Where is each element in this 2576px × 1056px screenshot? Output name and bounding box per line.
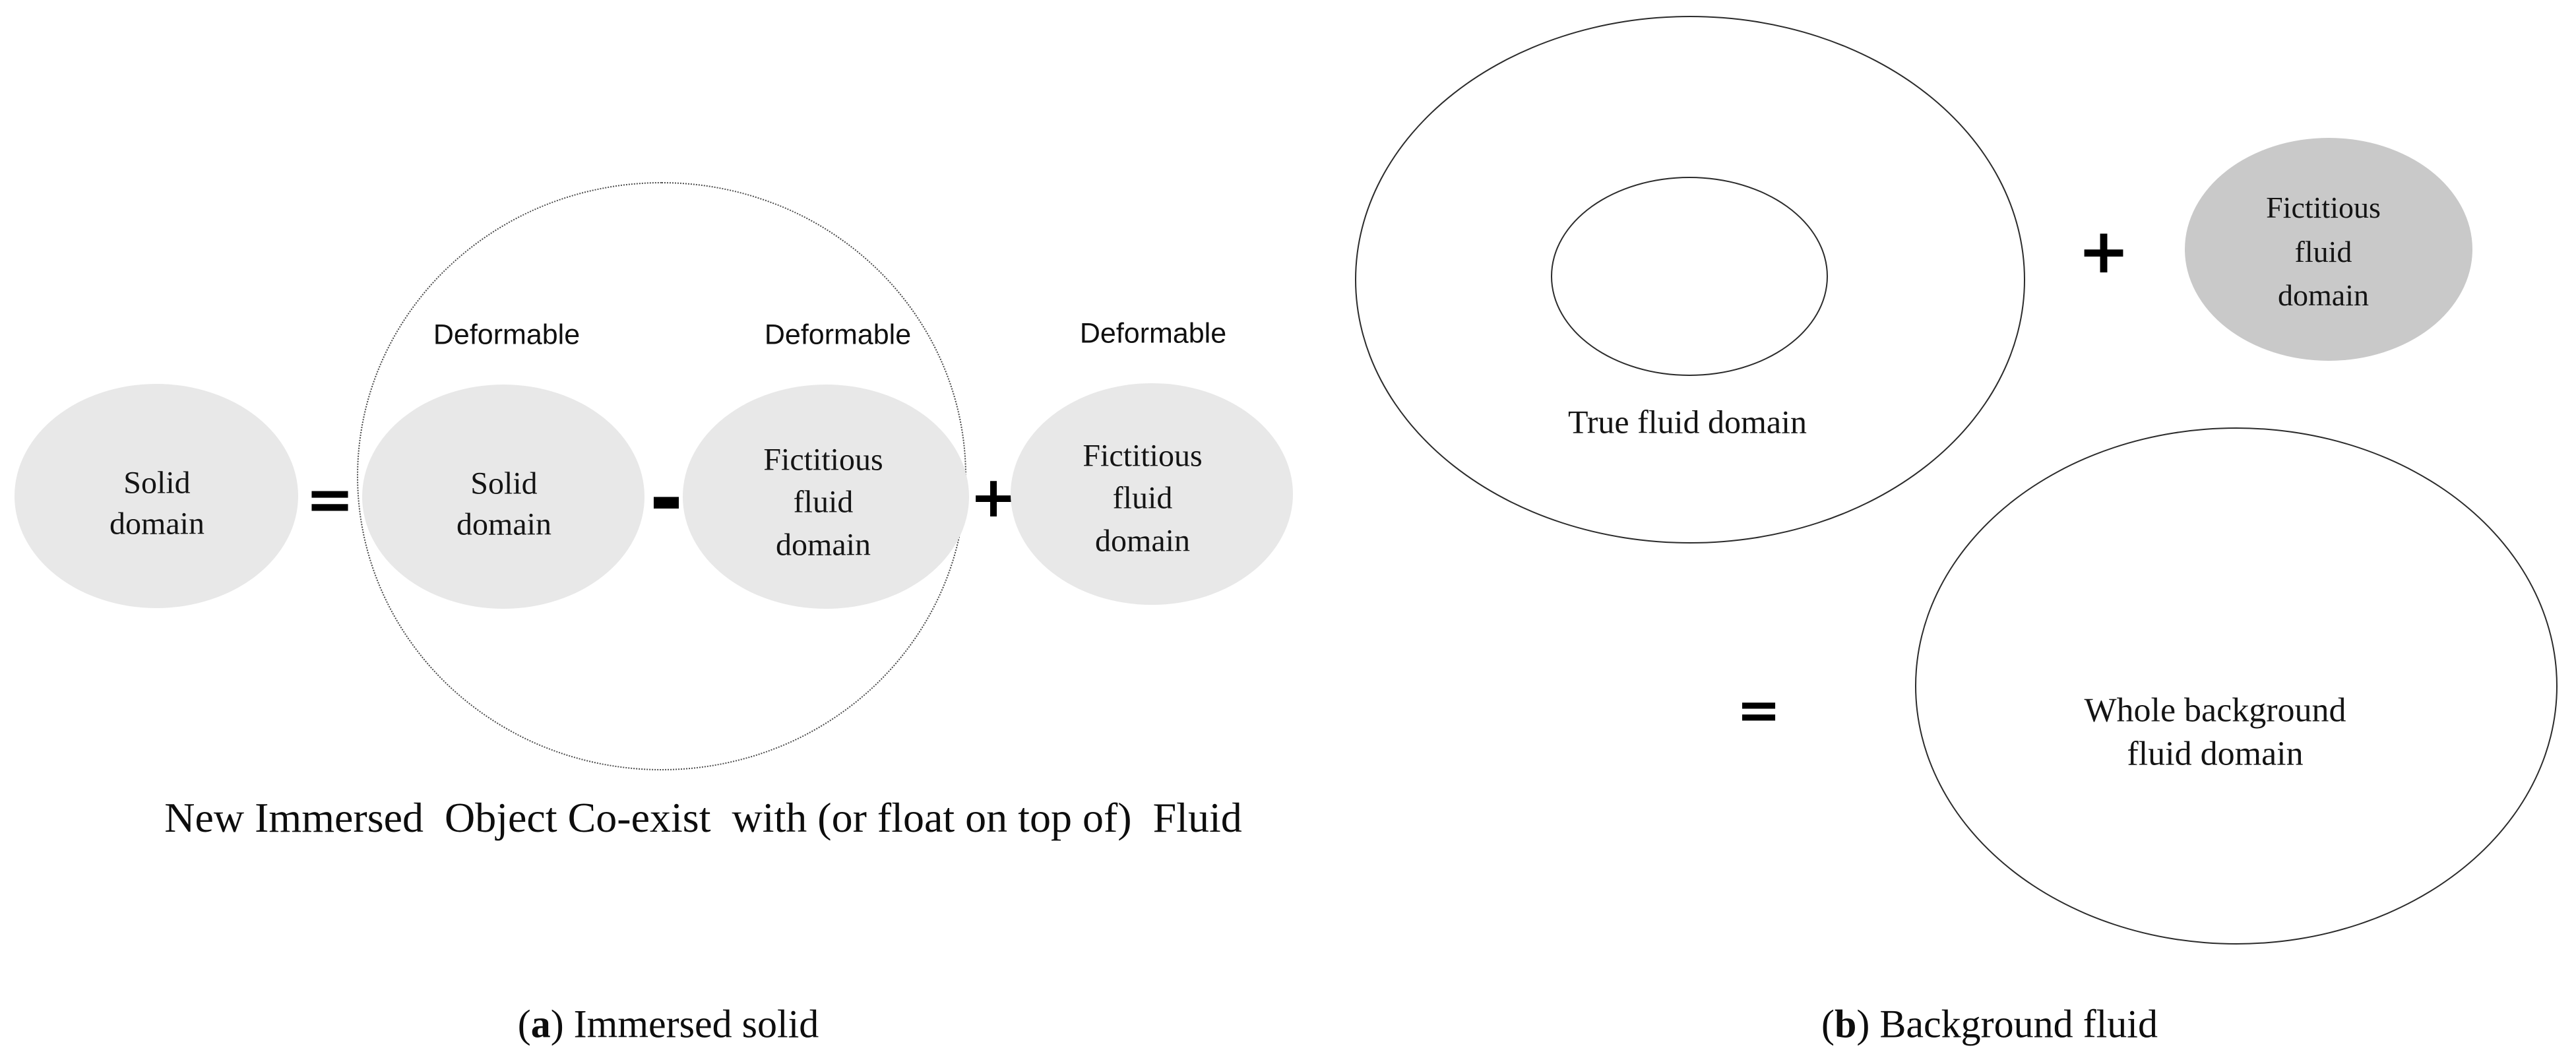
label-whole-background-fluid: Whole background fluid domain [2084,691,2346,772]
label-fictitious-fluid-right: Fictitious fluid domain [1083,438,1203,559]
deformable-label-1: Deformable [433,319,581,351]
ellipse-fictitious-fluid-inner [683,385,969,609]
ellipse-fictitious-fluid-gray [2185,138,2472,361]
ellipse-true-fluid-inner-hole [1551,177,1828,376]
ellipse-true-fluid-outer [1355,16,2025,544]
caption-b: (b) Background fluid [1782,956,2158,1056]
caption-b-letter: b [1835,1002,1857,1046]
label-solid-domain-inner: Solid domain [456,466,551,542]
operator-plus-b: + [2077,216,2130,288]
caption-a-paren-close: ) [550,1002,564,1046]
ellipse-solid-domain-left [15,384,298,608]
label-fictitious-fluid-inner: Fictitious fluid domain [763,442,883,563]
operator-equals-b: = [1736,679,1781,741]
deformable-label-3: Deformable [1079,317,1227,350]
operator-minus-a: - [649,451,683,546]
caption-a: (a) Immersed solid [478,956,819,1056]
label-solid-domain-left: Solid domain [110,465,204,542]
caption-a-paren-open: ( [517,1002,531,1046]
caption-b-paren-close: ) [1856,1002,1870,1046]
caption-a-letter: a [530,1002,551,1046]
label-true-fluid-domain: True fluid domain [1567,403,1807,441]
ellipse-fictitious-fluid-right [1011,383,1293,605]
caption-b-text: Background fluid [1869,1002,2158,1046]
label-fictitious-fluid-gray: Fictitious fluid domain [2266,190,2381,313]
immersed-object-note: New Immersed Object Co-exist with (or fl… [164,794,1242,841]
caption-b-paren-open: ( [1821,1002,1835,1046]
deformable-label-2: Deformable [764,319,912,351]
operator-plus-a: + [969,464,1018,530]
caption-a-text: Immersed solid [563,1002,819,1046]
ellipse-solid-domain-inner [362,385,644,609]
operator-equals-a: = [305,465,354,533]
ellipse-whole-background-fluid [1915,427,2558,945]
